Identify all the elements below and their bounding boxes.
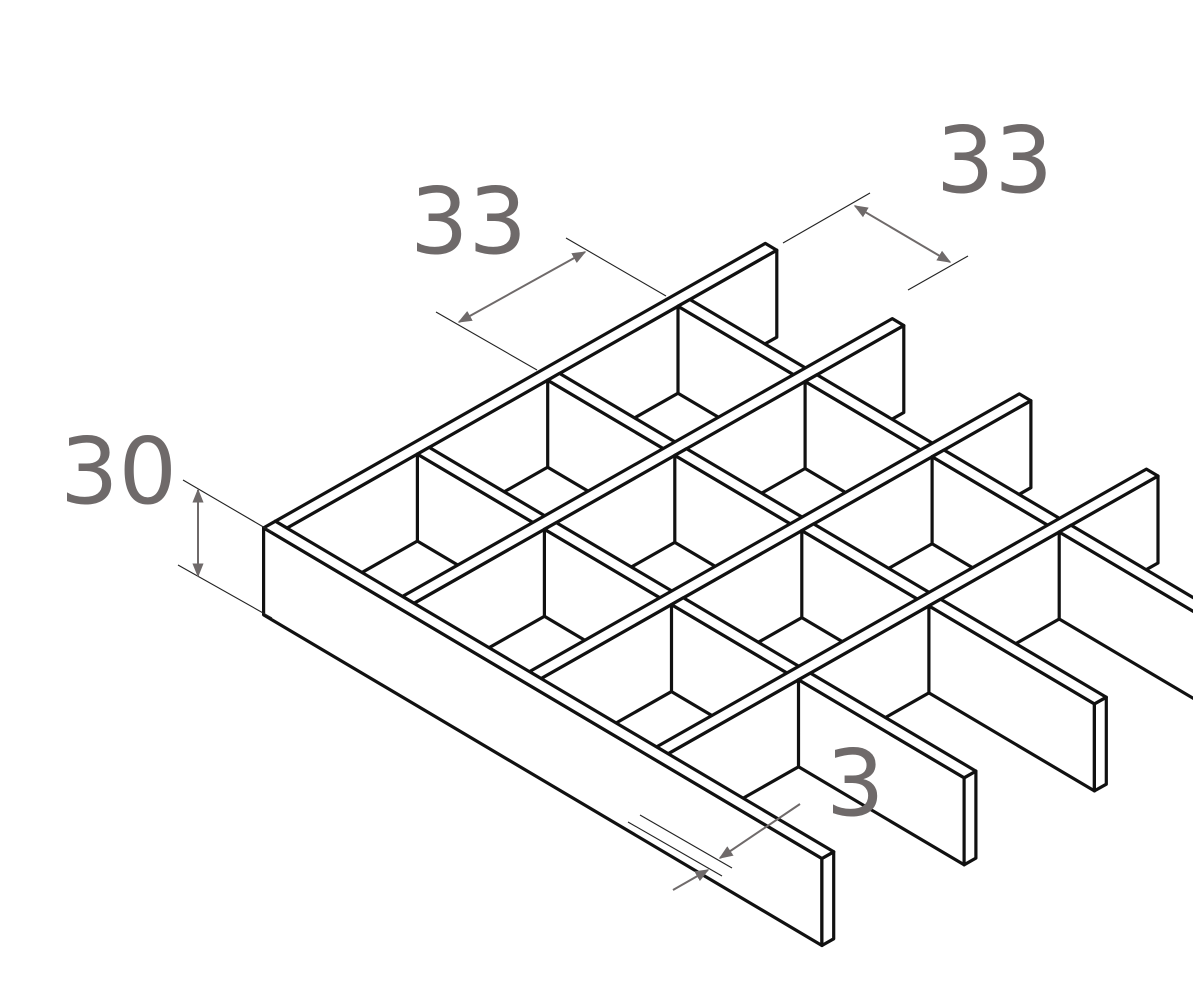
front-frame-bar-end — [820, 850, 836, 948]
cross-bar-segment-3-1-top — [927, 597, 1108, 706]
front-frame-bar-top — [262, 519, 836, 861]
cross-bar-segment-3-1-end — [1092, 695, 1108, 793]
ext-line-height-top — [182, 479, 273, 533]
dim-label-height: 30 — [60, 418, 177, 525]
grating-structure — [262, 241, 1193, 948]
cross-bar-segment-3-2-top — [796, 671, 978, 780]
cross-bar-segment-3-2-end — [962, 769, 978, 867]
cross-bar-segment-3-0-top — [1057, 523, 1193, 614]
ext-line-thickness-2 — [639, 814, 733, 869]
dim-arrow-thickness-inner — [718, 803, 801, 859]
ext-line-right-2 — [907, 255, 969, 291]
dim-label-right-pitch: 33 — [936, 107, 1053, 214]
ext-line-height-bottom — [177, 564, 273, 619]
dim-label-left-pitch: 33 — [410, 168, 527, 275]
dim-label-thickness: 3 — [826, 730, 885, 837]
ext-line-left-1 — [435, 311, 538, 371]
dim-arrow-thickness-outer — [672, 869, 710, 891]
ext-line-right-1 — [782, 192, 871, 244]
ext-line-thickness-1 — [627, 821, 723, 877]
dim-arrow-right-pitch — [853, 205, 952, 263]
dimension-lines — [177, 192, 969, 891]
ext-line-left-2 — [565, 237, 667, 297]
dim-arrow-left-pitch — [457, 251, 587, 323]
